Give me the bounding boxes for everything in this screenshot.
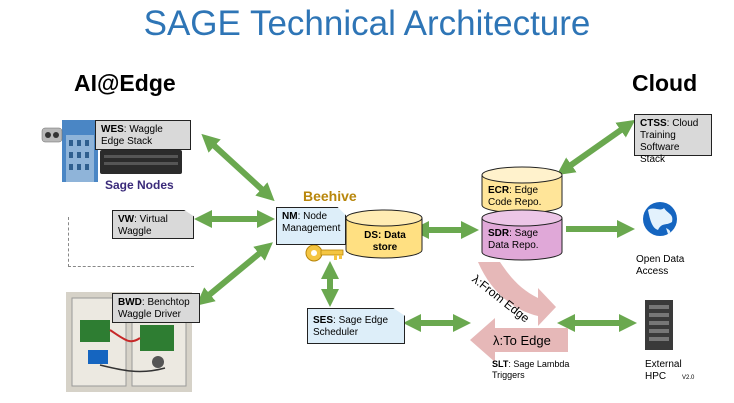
cloud-section-title: Cloud xyxy=(632,70,698,96)
ds-abbr: DS xyxy=(364,230,379,241)
nm-text: : Node Management xyxy=(282,211,341,234)
open-data-label: Open Data Access xyxy=(636,254,685,277)
slt-label: SLT: Sage Lambda Triggers xyxy=(492,359,582,381)
wes-text: : Waggle Edge Stack xyxy=(101,124,163,147)
lambda-to-label: λ:To Edge xyxy=(493,333,551,348)
ecr-abbr: ECR xyxy=(488,185,510,196)
beehive-title: Beehive xyxy=(303,188,357,204)
edge-section-title: AI@Edge xyxy=(74,70,176,96)
sdr-abbr: SDR xyxy=(488,228,510,239)
key-icon xyxy=(305,244,344,262)
version-label: V2.0 xyxy=(682,375,695,381)
ds-cylinder xyxy=(345,209,423,259)
sage-nodes-caption: Sage Nodes xyxy=(105,178,174,192)
connection-arrows xyxy=(194,119,637,332)
server-icon xyxy=(645,300,673,350)
ds-text: : Data store xyxy=(372,230,406,253)
sdr-label: SDR: Sage Data Repo. xyxy=(488,228,558,252)
vw-box: VW: Virtual Waggle xyxy=(112,210,194,239)
bwd-abbr: BWD xyxy=(118,297,142,308)
ds-label: DS: Data store xyxy=(356,230,414,254)
ecr-text: : Edge Code Repo. xyxy=(488,185,542,208)
wes-box: WES: Waggle Edge Stack xyxy=(95,120,191,150)
wes-abbr: WES xyxy=(101,124,124,135)
ses-text: : Sage Edge Scheduler xyxy=(313,315,389,338)
nm-box: NM: Node Management xyxy=(276,207,346,245)
lambda-from-arrow xyxy=(478,262,556,326)
lambda-to-arrow xyxy=(470,318,568,362)
ses-box: SES: Sage Edge Scheduler xyxy=(307,308,405,344)
ctss-abbr: CTSS xyxy=(640,118,667,129)
sage-nodes-image xyxy=(41,120,182,182)
slt-text: : Sage Lambda Triggers xyxy=(492,359,570,380)
hpc-label: External HPC xyxy=(645,359,682,382)
page-title: SAGE Technical Architecture xyxy=(143,4,591,43)
bwd-box: BWD: Benchtop Waggle Driver xyxy=(112,293,200,323)
nm-abbr: NM xyxy=(282,211,298,222)
ctss-box: CTSS: Cloud Training Software Stack xyxy=(634,114,712,165)
ecr-cylinder xyxy=(481,166,563,214)
vw-text: : Virtual Waggle xyxy=(118,214,168,237)
ses-abbr: SES xyxy=(313,315,334,326)
ctss-text: : Cloud Training Software Stack xyxy=(640,118,699,165)
vw-abbr: VW xyxy=(118,214,135,225)
sdr-cylinder xyxy=(481,209,563,261)
slt-abbr: SLT xyxy=(492,359,509,369)
globe-icon xyxy=(643,202,677,236)
sdr-text: : Sage Data Repo. xyxy=(488,228,539,251)
ecr-label: ECR: Edge Code Repo. xyxy=(488,185,558,209)
bwd-text: : Benchtop Waggle Driver xyxy=(118,297,190,320)
